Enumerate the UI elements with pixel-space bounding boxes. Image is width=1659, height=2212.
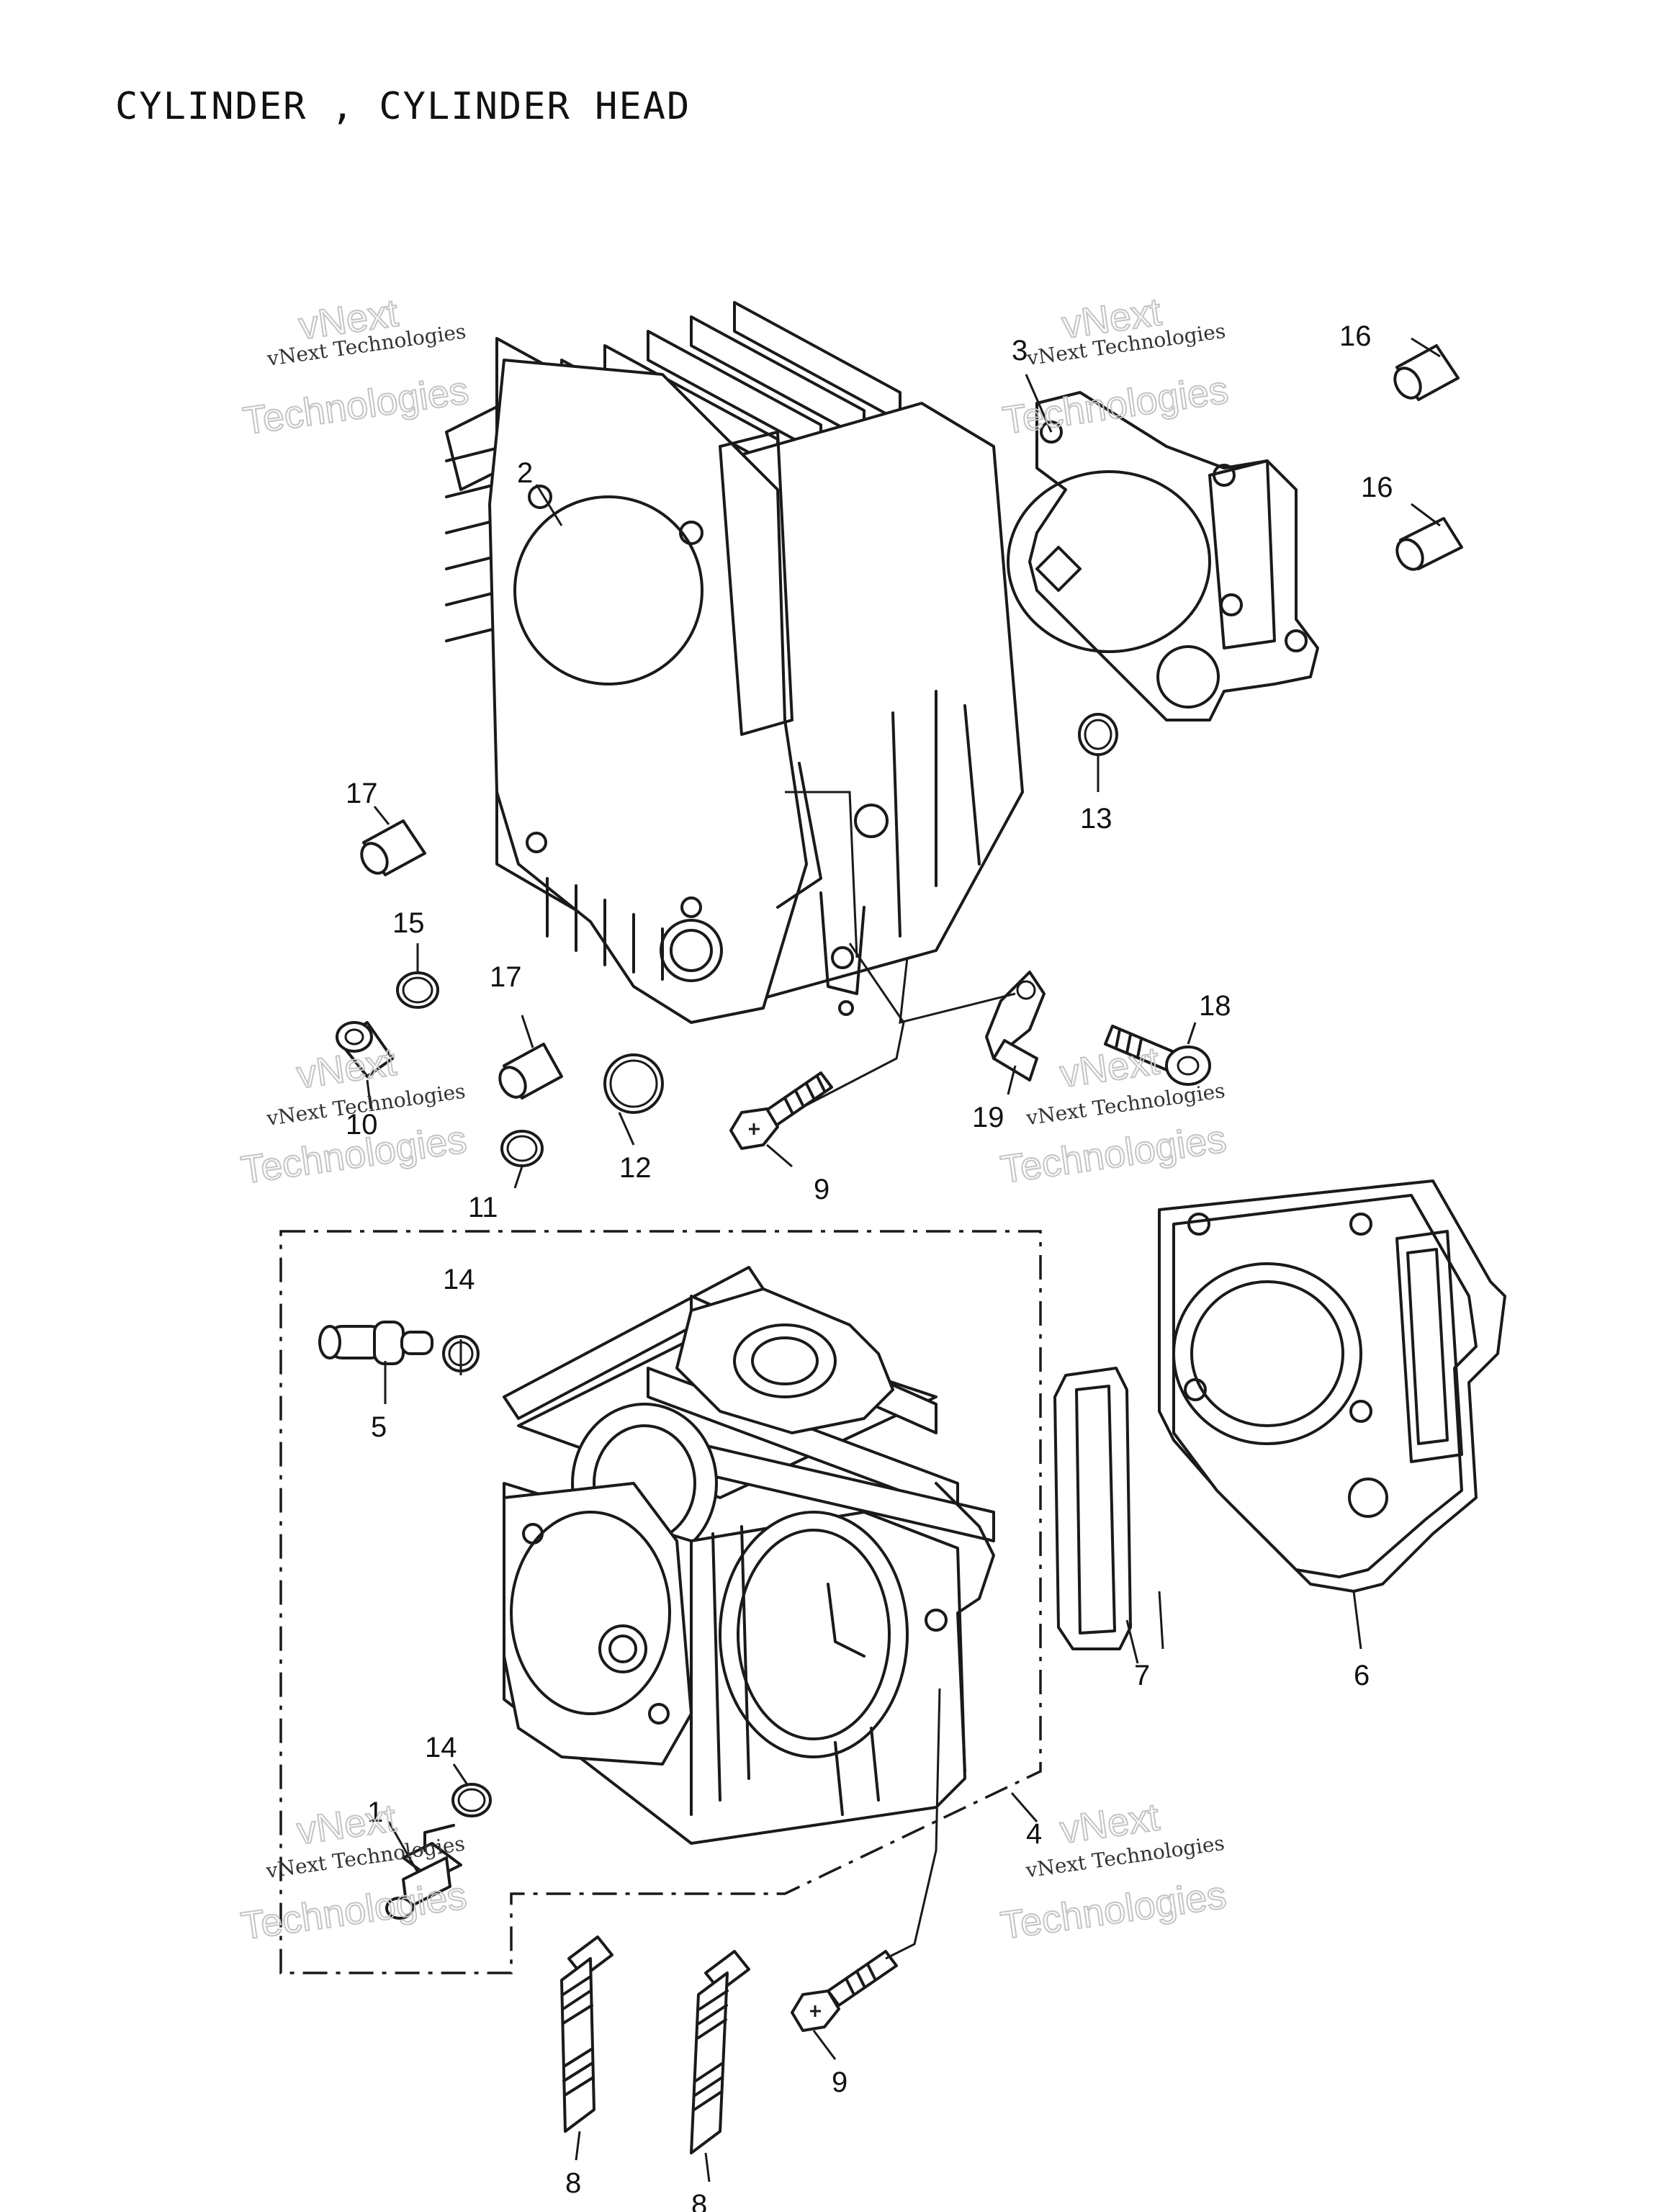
head-gasket-part (1158, 1179, 1506, 1593)
callout-13: 13 (1080, 803, 1112, 835)
collar-10 (336, 1021, 394, 1078)
callout-14b: 14 (425, 1732, 457, 1763)
callout-9a: 9 (814, 1174, 830, 1205)
svg-text:vNext: vNext (1057, 1039, 1161, 1096)
callout-10: 10 (346, 1109, 378, 1141)
callout-11: 11 (468, 1192, 498, 1223)
stud-8b (690, 1950, 750, 2154)
callout-1: 1 (367, 1797, 383, 1828)
callout-8a: 8 (565, 2167, 581, 2199)
o-ring-14b (451, 1783, 492, 1817)
callout-16b: 16 (1361, 472, 1393, 503)
cylinder-head-part (503, 1266, 995, 1845)
bolt-9b (791, 1950, 898, 2032)
callout-12: 12 (619, 1152, 652, 1184)
watermark-bottom-right: vNext Technologies vNext Technologies (997, 1794, 1230, 1948)
callout-3: 3 (1012, 335, 1028, 367)
dowel-pin-17a (360, 819, 426, 876)
cylinder-gasket-part (1007, 391, 1319, 721)
callout-5: 5 (371, 1411, 387, 1443)
callout-19: 19 (972, 1102, 1004, 1133)
callout-9b: 9 (832, 2067, 848, 2098)
callout-17a: 17 (346, 778, 378, 809)
svg-text:Technologies: Technologies (998, 1873, 1229, 1947)
callout-labels: 1 2 3 4 5 6 7 8 8 9 9 10 11 12 13 14 14 … (346, 320, 1393, 2212)
callout-6: 6 (1354, 1660, 1370, 1691)
callout-17b: 17 (490, 961, 522, 993)
side-gasket-part (1053, 1367, 1132, 1650)
svg-text:Technologies: Technologies (240, 369, 472, 443)
bolt-9a (729, 1071, 833, 1150)
callout-16a: 16 (1339, 320, 1372, 352)
fitting-1 (385, 1824, 462, 1920)
dowel-pin-16a (1393, 344, 1460, 401)
page-title: CYLINDER , CYLINDER HEAD (115, 85, 691, 128)
callout-7: 7 (1134, 1660, 1150, 1691)
callout-14a: 14 (443, 1264, 475, 1295)
stud-8a (560, 1936, 613, 2133)
leader-lines (366, 337, 1441, 2182)
callout-15: 15 (392, 907, 425, 939)
cylinder-part (445, 301, 1024, 1024)
assembly-boundary-4 (279, 1230, 1042, 1974)
svg-text:Technologies: Technologies (238, 1874, 469, 1948)
dowel-pin-17b (498, 1043, 563, 1100)
bracket-19 (985, 971, 1046, 1082)
o-ring-12 (603, 1053, 664, 1114)
callout-2: 2 (517, 457, 533, 489)
o-ring-11 (500, 1130, 544, 1167)
callout-18: 18 (1199, 990, 1231, 1022)
callout-4: 4 (1026, 1818, 1042, 1850)
svg-text:vNext: vNext (295, 1040, 399, 1097)
cap-pin-5 (318, 1321, 433, 1365)
bolt-18 (1104, 1025, 1211, 1086)
watermark-top-left: vNext Technologies vNext Technologies (240, 291, 472, 444)
callout-8b: 8 (691, 2189, 707, 2212)
dowel-pin-16b (1395, 517, 1463, 571)
watermark-mid-left: vNext Technologies vNext Technologies (238, 1040, 470, 1193)
